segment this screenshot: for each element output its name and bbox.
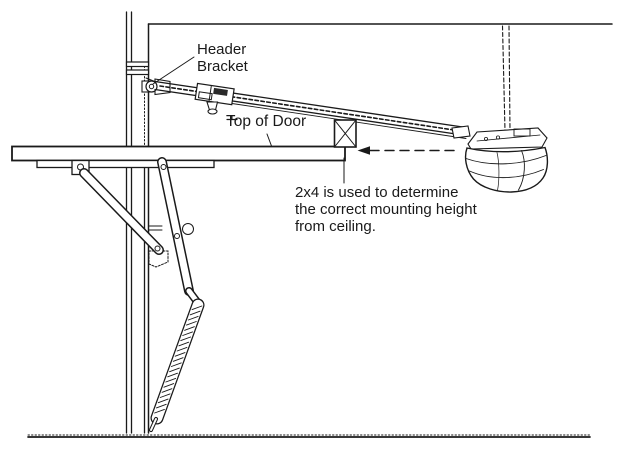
rail-trolley [194, 82, 238, 121]
ceiling-mount-straps [501, 25, 511, 132]
door-arm-linkage [71, 157, 202, 307]
door-panel-open [11, 145, 346, 169]
two-by-four-note: 2x4 is used to determine the correct mou… [295, 184, 477, 235]
floor-line [27, 434, 591, 438]
header-bracket-label: Header Bracket [197, 41, 248, 75]
header-bracket-label-line1: Header [197, 41, 247, 58]
opener-motor-unit [451, 125, 549, 193]
two-by-four-block [333, 119, 357, 148]
leader-lines [152, 56, 345, 184]
two-by-four-note-line1: 2x4 is used to determine [295, 184, 459, 201]
two-by-four-note-line3: from ceiling. [295, 218, 376, 235]
header-bracket-label-line2: Bracket [197, 58, 248, 75]
mounting-height-arrow [357, 146, 460, 155]
door-spring [149, 298, 205, 432]
top-of-door-label: Top of Door [226, 113, 307, 130]
two-by-four-note-line2: the correct mounting height [295, 201, 477, 218]
